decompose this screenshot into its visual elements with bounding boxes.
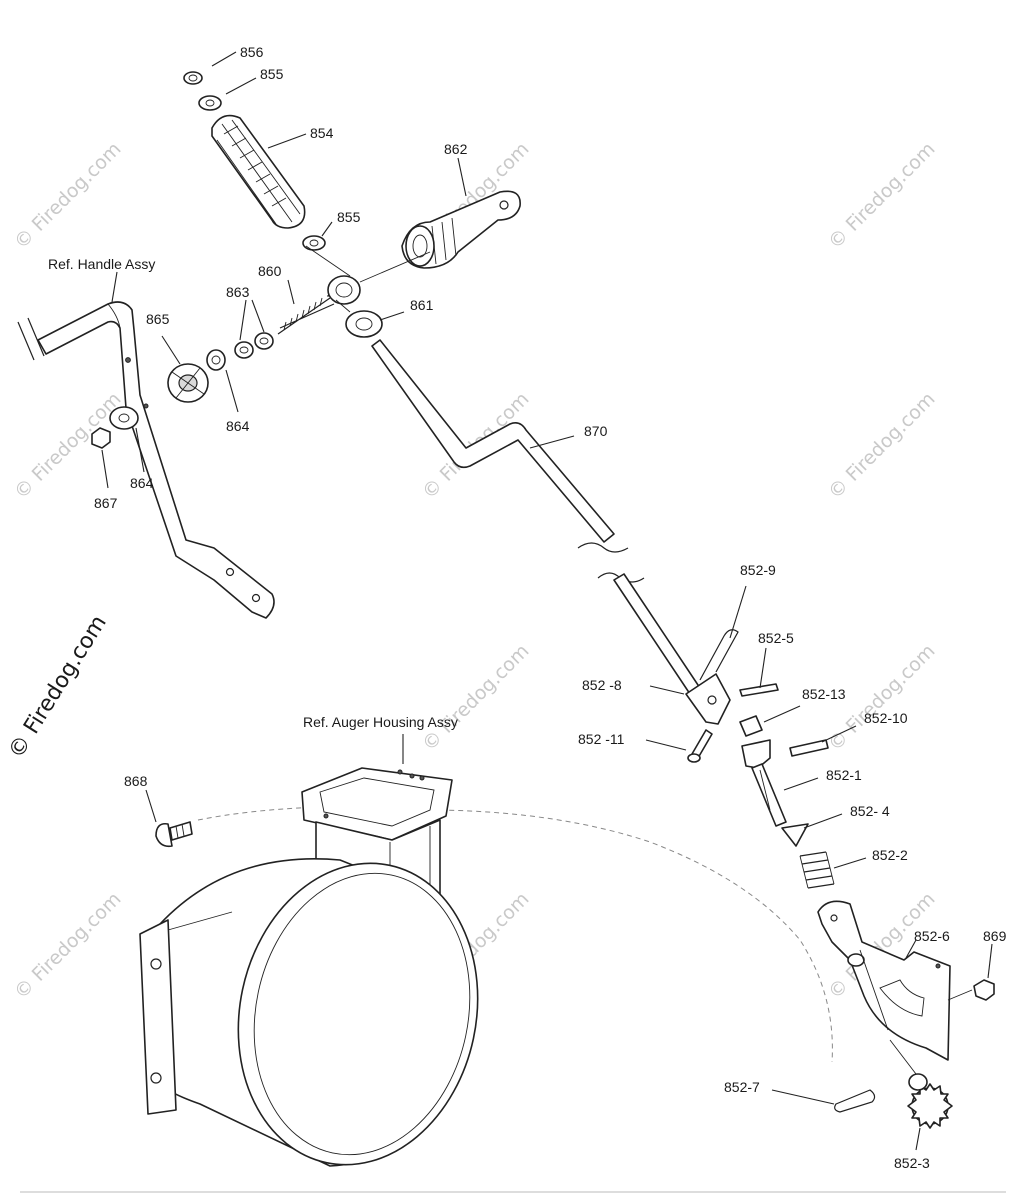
ref-auger-housing-assy: Ref. Auger Housing Assy — [303, 714, 458, 730]
shift-rod — [371, 339, 701, 695]
part-label-852-11: 852 -11 — [578, 731, 625, 747]
part-label-856: 856 — [240, 44, 264, 60]
part-label-852-10: 852-10 — [864, 710, 908, 726]
part-label-854: 854 — [310, 125, 334, 141]
part-label-864: 864 — [226, 418, 250, 434]
part-label-865: 865 — [146, 311, 170, 327]
part-label-861: 861 — [410, 297, 434, 313]
watermark-text: © Firedog.com — [418, 640, 533, 755]
handle-assembly: Ref. Handle Assy — [17, 256, 275, 619]
part-label-852-6: 852-6 — [914, 928, 950, 944]
part-labels: 856 855 854 862 855 860 861 863 865 864 … — [94, 44, 1007, 1171]
part-label-852-7: 852-7 — [724, 1079, 760, 1095]
watermark-text: © Firedog.com — [10, 888, 125, 1003]
part-label-864: 864 — [130, 475, 154, 491]
part-label-852-3: 852-3 — [894, 1155, 930, 1171]
part-label-869: 869 — [983, 928, 1007, 944]
part-label-855: 855 — [337, 209, 361, 225]
part-label-867: 867 — [94, 495, 118, 511]
part-label-852-2: 852-2 — [872, 847, 908, 863]
part-label-862: 862 — [444, 141, 468, 157]
auger-housing: Ref. Auger Housing Assy — [139, 714, 833, 1167]
watermark-text: © Firedog.com — [824, 138, 939, 253]
part-label-860: 860 — [258, 263, 282, 279]
chute-control-assembly — [685, 629, 995, 1129]
part-label-852-1: 852-1 — [826, 767, 862, 783]
part-label-852-9: 852-9 — [740, 562, 776, 578]
side-watermark-text: © Firedog.com — [4, 611, 112, 763]
part-label-863: 863 — [226, 284, 250, 300]
part-label-852-4: 852- 4 — [850, 803, 890, 819]
watermark-text: © Firedog.com — [10, 138, 125, 253]
part-label-852-8: 852 -8 — [582, 677, 622, 693]
pivot-parts — [91, 71, 521, 449]
part-label-852-13: 852-13 — [802, 686, 846, 702]
part-label-870: 870 — [584, 423, 608, 439]
part-label-855: 855 — [260, 66, 284, 82]
part-label-868: 868 — [124, 773, 148, 789]
ref-handle-assy: Ref. Handle Assy — [48, 256, 155, 272]
watermark-text: © Firedog.com — [824, 388, 939, 503]
part-label-852-5: 852-5 — [758, 630, 794, 646]
leader-lines — [101, 51, 993, 1151]
